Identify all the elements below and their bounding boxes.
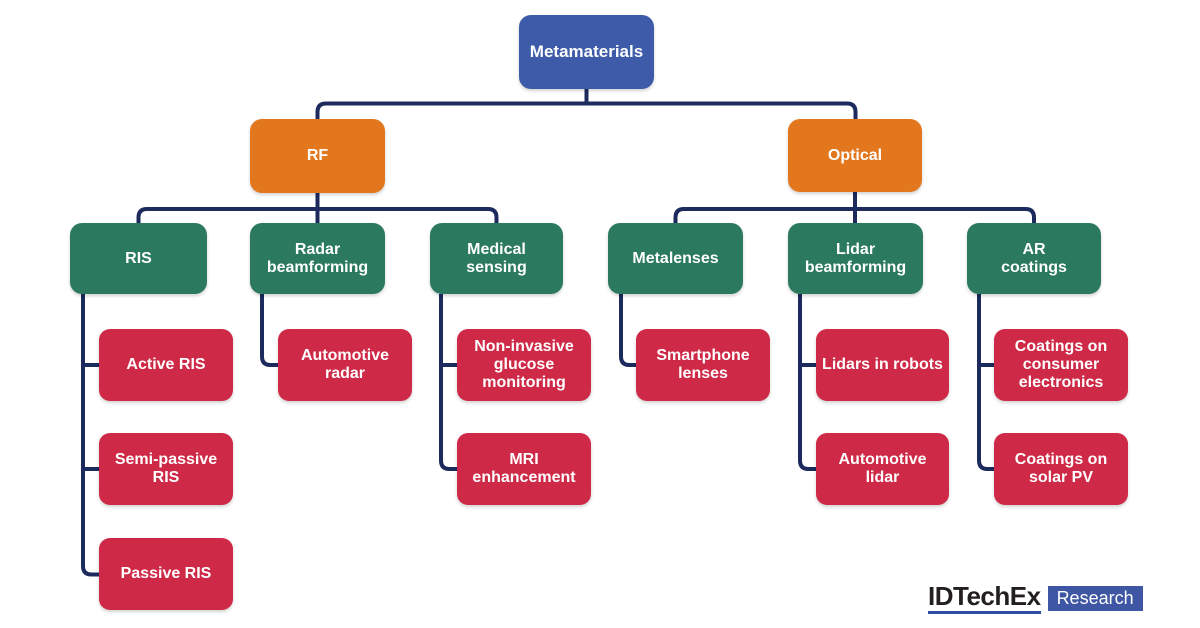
node-passive-ris-label: Passive RIS xyxy=(120,565,212,582)
node-metamaterials: Metamaterials xyxy=(519,15,654,89)
node-mri-enhancement: MRI enhancement xyxy=(457,433,591,505)
connector-radar-elbow xyxy=(260,294,278,367)
node-metalenses-label: Metalenses xyxy=(632,249,719,267)
node-radar-beamforming-label: Radar beamforming xyxy=(266,240,369,276)
connector-bus-rf xyxy=(136,207,499,223)
connector-ris-chain xyxy=(81,294,99,577)
node-metamaterials-label: Metamaterials xyxy=(529,42,644,61)
node-ar-coatings: AR coatings xyxy=(967,223,1101,294)
node-lidar-beamforming: Lidar beamforming xyxy=(788,223,923,294)
node-semi-passive-ris-label: Semi-passive RIS xyxy=(114,451,218,486)
node-glucose-monitoring-label: Non-invasive glucose monitoring xyxy=(474,338,574,391)
node-coatings-consumer-electronics: Coatings on consumer electronics xyxy=(994,329,1128,401)
connector-metalenses-elbow xyxy=(619,294,636,367)
node-active-ris: Active RIS xyxy=(99,329,233,401)
connector-bus-optical xyxy=(673,207,1036,223)
node-optical: Optical xyxy=(788,119,922,192)
node-medical-sensing-label: Medical sensing xyxy=(466,240,527,276)
node-optical-label: Optical xyxy=(827,146,883,164)
node-coatings-consumer-electronics-label: Coatings on consumer electronics xyxy=(1014,338,1108,391)
node-lidars-in-robots: Lidars in robots xyxy=(816,329,949,401)
node-smartphone-lenses-label: Smartphone lenses xyxy=(656,347,750,382)
node-glucose-monitoring: Non-invasive glucose monitoring xyxy=(457,329,591,401)
research-badge: Research xyxy=(1047,586,1143,611)
node-mri-enhancement-label: MRI enhancement xyxy=(472,451,576,486)
connector-bus-level2 xyxy=(315,101,858,121)
node-automotive-lidar: Automotive lidar xyxy=(816,433,949,505)
node-active-ris-label: Active RIS xyxy=(126,356,206,373)
node-rf-label: RF xyxy=(306,147,329,164)
node-semi-passive-ris: Semi-passive RIS xyxy=(99,433,233,505)
node-lidars-in-robots-label: Lidars in robots xyxy=(822,356,943,373)
node-automotive-lidar-label: Automotive lidar xyxy=(838,451,927,486)
node-smartphone-lenses: Smartphone lenses xyxy=(636,329,770,401)
node-medical-sensing: Medical sensing xyxy=(430,223,563,294)
connector-medical-chain xyxy=(439,294,457,471)
node-radar-beamforming: Radar beamforming xyxy=(250,223,385,294)
node-ar-coatings-label: AR coatings xyxy=(1001,240,1067,276)
connector-ar-chain xyxy=(977,294,994,471)
node-coatings-solar-pv: Coatings on solar PV xyxy=(994,433,1128,505)
node-ris-label: RIS xyxy=(125,249,152,267)
idtechex-wordmark: IDTechEx xyxy=(928,583,1041,614)
node-automotive-radar: Automotive radar xyxy=(278,329,412,401)
node-rf: RF xyxy=(250,119,385,193)
idtechex-logo: IDTechEx Research xyxy=(928,583,1143,614)
node-coatings-solar-pv-label: Coatings on solar PV xyxy=(1014,451,1108,486)
connector-lidar-chain xyxy=(798,294,816,471)
node-ris: RIS xyxy=(70,223,207,294)
node-lidar-beamforming-label: Lidar beamforming xyxy=(804,240,907,276)
node-metalenses: Metalenses xyxy=(608,223,743,294)
node-passive-ris: Passive RIS xyxy=(99,538,233,610)
node-automotive-radar-label: Automotive radar xyxy=(301,347,389,382)
